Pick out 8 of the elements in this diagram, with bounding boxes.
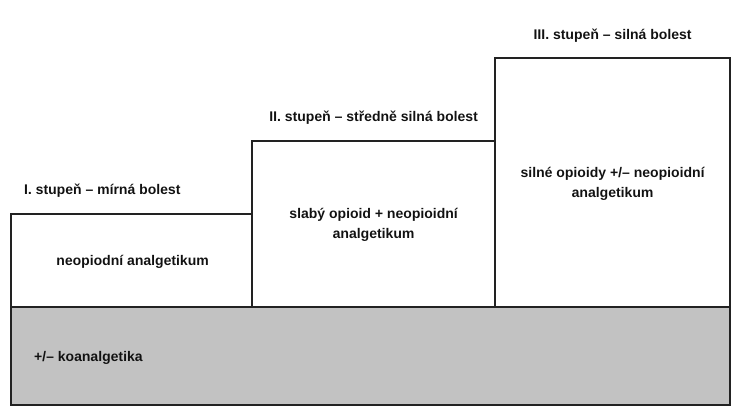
step-heading: II. stupeň – středně silná bolest — [268, 107, 479, 126]
medication-text: +/– koanalgetika — [34, 348, 143, 364]
medication-text: neopiodní analgetikum — [56, 250, 209, 270]
step-heading: III. stupeň – silná bolest — [532, 24, 692, 44]
step-heading: I. stupeň – mírná bolest — [23, 180, 182, 199]
medication-text: silné opioidy +/– neopioidní analgetikum — [520, 162, 706, 202]
medication-text: slabý opioid + neopioidní analgetikum — [288, 204, 459, 243]
base-band — [10, 306, 731, 406]
